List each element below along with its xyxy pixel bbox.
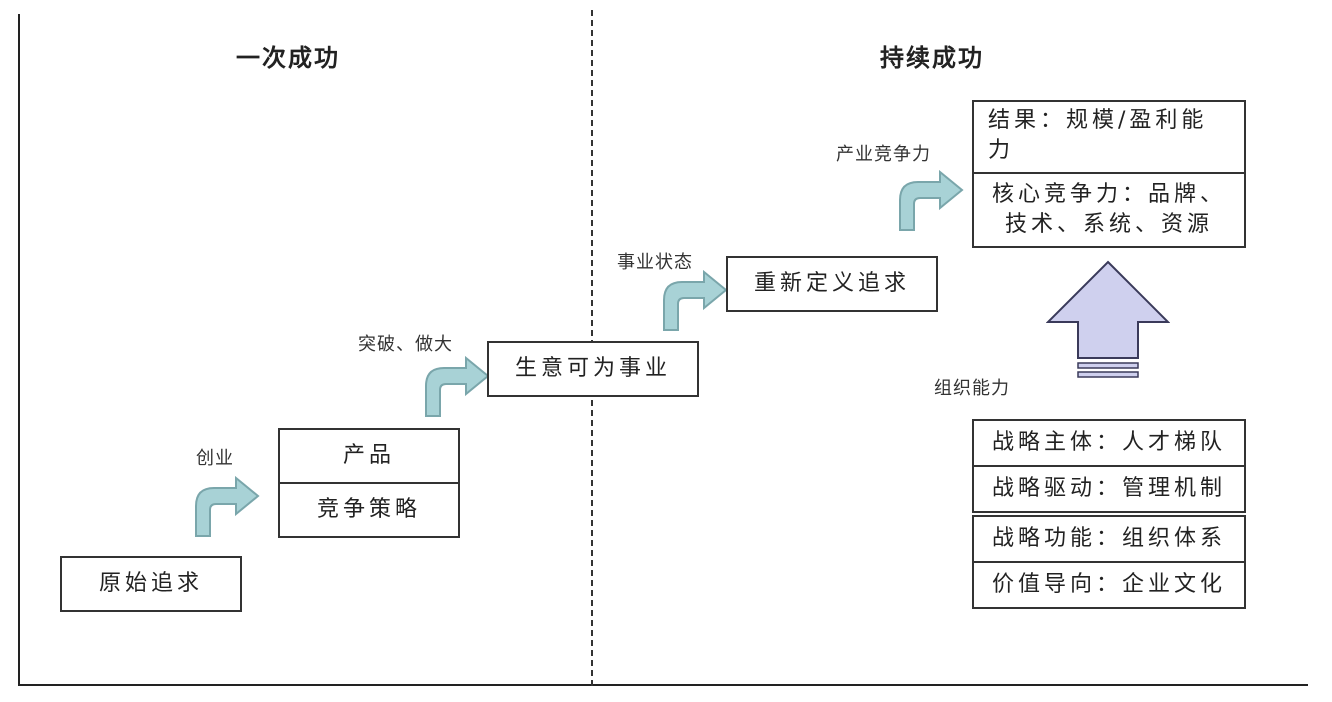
org-item-culture: 价值导向：企业文化 (972, 561, 1246, 609)
box-redefine-pursuit: 重新定义追求 (726, 256, 938, 312)
turn-arrow-1 (192, 475, 260, 548)
label-career-state: 事业状态 (617, 252, 693, 273)
label-organizational-capability: 组织能力 (934, 378, 1010, 399)
label-breakthrough: 突破、做大 (358, 334, 453, 355)
turn-arrow-4 (896, 169, 964, 242)
heading-sustained-success: 持续成功 (880, 44, 984, 72)
turn-arrow-icon (425, 355, 490, 417)
turn-arrow-icon (899, 169, 964, 231)
up-arrow (1046, 260, 1170, 384)
box-results: 结果：规模/盈利能力 (972, 100, 1246, 174)
up-arrow-icon (1046, 260, 1170, 378)
turn-arrow-3 (660, 269, 728, 342)
horizontal-axis (18, 684, 1308, 686)
vertical-axis (18, 14, 20, 686)
box-product: 产品 (278, 428, 460, 484)
turn-arrow-2 (422, 355, 490, 428)
turn-arrow-icon (195, 475, 260, 537)
org-item-system: 战略功能：组织体系 (972, 515, 1246, 563)
box-competitive-strategy: 竞争策略 (278, 482, 460, 538)
turn-arrow-icon (663, 269, 728, 331)
box-original-pursuit: 原始追求 (60, 556, 242, 612)
label-entrepreneurship: 创业 (196, 448, 234, 469)
box-core-competitiveness: 核心竞争力：品牌、技术、系统、资源 (972, 172, 1246, 248)
org-item-talent: 战略主体：人才梯队 (972, 419, 1246, 467)
label-industry-competitiveness: 产业竞争力 (836, 144, 931, 165)
heading-one-time-success: 一次成功 (236, 44, 340, 72)
org-item-management: 战略驱动：管理机制 (972, 465, 1246, 513)
box-business-to-career: 生意可为事业 (487, 341, 699, 397)
